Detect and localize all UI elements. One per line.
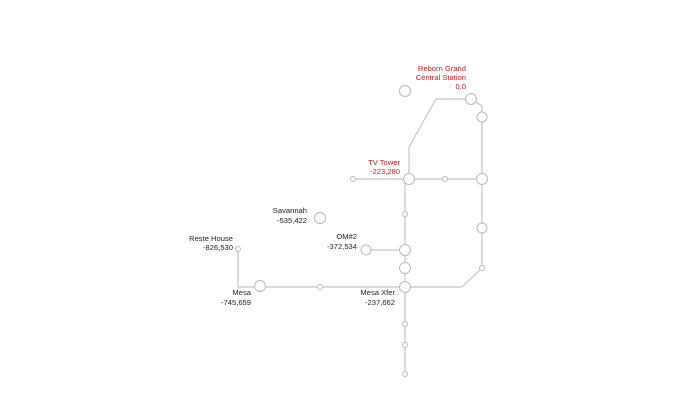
node-east-1[interactable] [476, 111, 488, 123]
label-tv-tower: TV Tower [368, 158, 400, 167]
node-east-3[interactable] [479, 265, 485, 271]
label-reste-house-coords: -826,530 [203, 243, 233, 252]
node-central-3[interactable] [399, 262, 411, 274]
track-reste-spur [237, 249, 260, 288]
label-reste-house: Reste House [189, 234, 233, 243]
label-savannah: Savannah [273, 206, 307, 215]
label-om2: OM#2 [336, 232, 357, 241]
node-tv-tower[interactable] [403, 173, 415, 185]
label-mesa-xfer: Mesa Xfer [360, 288, 395, 297]
node-central-4[interactable] [402, 321, 408, 327]
node-mesa[interactable] [254, 280, 266, 292]
node-savannah[interactable] [314, 212, 326, 224]
node-crosstown-west[interactable] [350, 176, 356, 182]
label-reborn-grand-line1: Reborn Grand [418, 64, 466, 73]
label-mesa: Mesa [232, 288, 251, 297]
station-nodes [235, 85, 488, 377]
node-isolated-north[interactable] [399, 85, 411, 97]
label-mesa-coords: -745,659 [221, 298, 251, 307]
label-om2-coords: -372,534 [327, 242, 357, 251]
label-reborn-grand-coords: 0,0 [455, 82, 466, 91]
label-savannah-coords: -535,422 [277, 216, 307, 225]
node-west-mid[interactable] [317, 284, 323, 290]
node-crosstown-mid[interactable] [442, 176, 448, 182]
node-reborn-grand[interactable] [465, 93, 477, 105]
label-tv-tower-coords: -223,280 [370, 167, 400, 176]
node-central-1[interactable] [402, 211, 408, 217]
station-labels: Reborn Grand Central Station 0,0 TV Towe… [189, 64, 466, 307]
node-central-6[interactable] [402, 371, 408, 377]
label-mesa-xfer-coords: -237,662 [365, 298, 395, 307]
node-mesa-xfer[interactable] [399, 281, 411, 293]
node-east-2[interactable] [476, 222, 488, 234]
track-east-trunk [405, 98, 483, 288]
node-om2[interactable] [360, 244, 372, 256]
label-reborn-grand-line2: Central Station [416, 73, 466, 82]
node-central-5[interactable] [402, 342, 408, 348]
track-lines [237, 98, 483, 374]
node-central-2[interactable] [399, 244, 411, 256]
node-reste-house[interactable] [235, 246, 241, 252]
track-diagonal-branch [408, 98, 471, 178]
node-east-junction[interactable] [476, 173, 488, 185]
